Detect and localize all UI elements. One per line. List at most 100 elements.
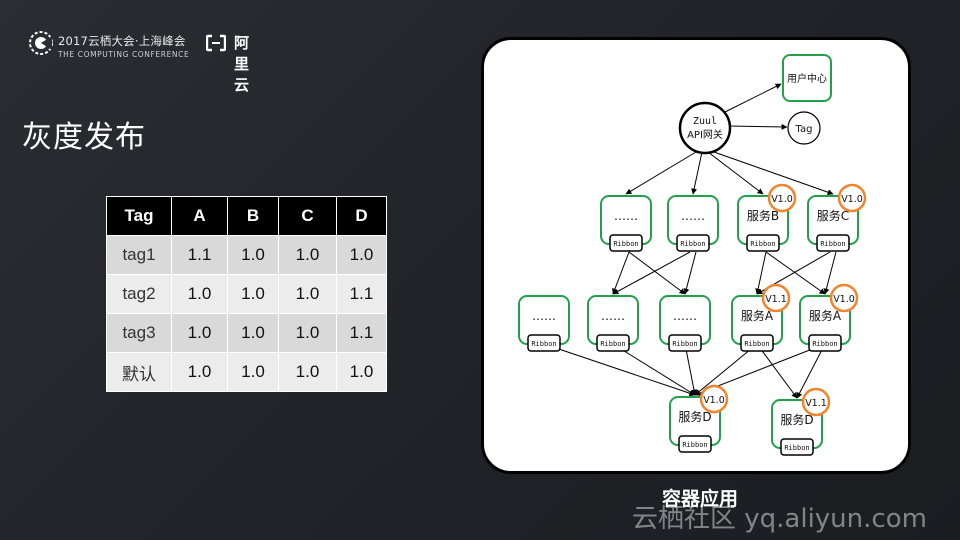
table-cell: 1.1 (171, 235, 228, 275)
ribbon-box (596, 334, 630, 352)
ribbon-box (746, 234, 780, 252)
table-cell: 1.0 (278, 235, 337, 275)
edge-gateway-usercenter (724, 83, 782, 113)
ribbon-box (678, 435, 712, 453)
ribbon-box (676, 234, 710, 252)
user-center-box (782, 54, 832, 102)
service-label: 服务C (817, 208, 849, 223)
ribbon-label: Ribbon (672, 340, 697, 348)
edge-gateway-row1 (691, 151, 703, 195)
ribbon-label: Ribbon (812, 340, 837, 348)
table-cell: 1.0 (278, 274, 337, 314)
edge-row2-row3 (694, 343, 758, 396)
ribbon-box (609, 234, 643, 252)
tag-version-table: Tag A B C D tag1 1.1 1.0 1.0 1.0 tag2 1.… (106, 196, 387, 392)
service-label: …… (673, 309, 697, 323)
table-cell: 1.0 (227, 235, 279, 275)
table-row: tag1 1.1 1.0 1.0 1.0 (106, 235, 387, 275)
service-label: 服务A (809, 308, 842, 323)
ribbon-box (816, 234, 850, 252)
ribbon-label: Ribbon (750, 240, 775, 248)
edge-row2-row3 (612, 343, 696, 396)
gateway-line2: API网关 (687, 128, 723, 141)
edge-row1-row2 (628, 251, 686, 295)
ribbon-box (780, 438, 814, 456)
table-header-row: Tag A B C D (106, 196, 387, 236)
service-label: 服务B (747, 208, 779, 223)
service-label: 服务A (741, 308, 774, 323)
table-row: 默认 1.0 1.0 1.0 1.0 (106, 352, 387, 392)
table-cell: 1.0 (171, 274, 228, 314)
version-badge (829, 283, 859, 313)
ribbon-label: Ribbon (613, 240, 638, 248)
version-badge (767, 183, 797, 213)
edge-gateway-tag (728, 123, 788, 130)
table-cell: 默认 (106, 352, 172, 392)
edge-row1-row2 (755, 251, 767, 295)
ribbon-label: Ribbon (680, 240, 705, 248)
conference-text: 2017云栖大会·上海峰会 THE COMPUTING CONFERENCE (58, 33, 189, 59)
ribbon-box (668, 334, 702, 352)
user-center-label: 用户中心 (787, 72, 827, 85)
table-cell: 1.0 (227, 352, 279, 392)
table-cell: 1.0 (171, 313, 228, 353)
table-cell: 1.1 (336, 274, 387, 314)
conference-subtitle: THE COMPUTING CONFERENCE (58, 50, 190, 59)
ribbon-label: Ribbon (600, 340, 625, 348)
edge-row2-row3 (543, 343, 696, 397)
version-badge (699, 384, 729, 414)
edge-row1-row2 (683, 251, 697, 295)
table-cell: 1.0 (336, 352, 387, 392)
service-node-row2: …… Ribbon (659, 295, 711, 352)
version-label: V1.1 (765, 294, 787, 305)
service-label: 服务D (780, 412, 813, 427)
tag-node: Tag (787, 111, 821, 145)
conference-logo-icon (29, 31, 53, 55)
table-cell: 1.0 (278, 313, 337, 353)
column-header: Tag (106, 196, 172, 236)
table-cell: 1.0 (227, 274, 279, 314)
table-row: tag2 1.0 1.0 1.0 1.1 (106, 274, 387, 314)
service-node-row1: …… Ribbon (667, 195, 719, 252)
version-badge (761, 283, 791, 313)
edge-row1-row2 (823, 251, 837, 295)
ribbon-label: Ribbon (820, 240, 845, 248)
ribbon-box (808, 334, 842, 352)
service-node-row2: ……Ribbon (518, 295, 570, 352)
watermark: 云栖社区 yq.aliyun.com (632, 504, 927, 534)
table-row: tag3 1.0 1.0 1.0 1.1 (106, 313, 387, 353)
service-node-row2: ……Ribbon (587, 295, 639, 352)
edge-row1-row2 (765, 251, 826, 295)
table-cell: 1.0 (171, 352, 228, 392)
version-badge (837, 183, 867, 213)
service-label: …… (681, 209, 705, 223)
table-cell: 1.0 (336, 235, 387, 275)
table-cell: tag1 (106, 235, 172, 275)
edge-row1-row2 (612, 251, 691, 295)
table-cell: 1.0 (227, 313, 279, 353)
diagram-caption: 容器应用 (662, 488, 739, 510)
edge-row2-row3 (684, 343, 697, 396)
version-label: V1.0 (703, 395, 725, 406)
user-center-node: 用户中心 (782, 54, 832, 102)
table-cell: tag3 (106, 313, 172, 353)
ribbon-box (740, 334, 774, 352)
column-header: B (227, 196, 279, 236)
service-label: 服务D (678, 409, 711, 424)
table-cell: 1.1 (336, 313, 387, 353)
service-label: …… (614, 209, 638, 223)
column-header: C (278, 196, 337, 236)
edge-gateway-row1 (625, 151, 697, 195)
conference-title: 2017云栖大会·上海峰会 (58, 34, 186, 48)
edge-gateway-row1 (707, 151, 764, 195)
version-badge (801, 387, 831, 417)
gateway-circle (678, 101, 732, 155)
tag-circle (787, 111, 821, 145)
